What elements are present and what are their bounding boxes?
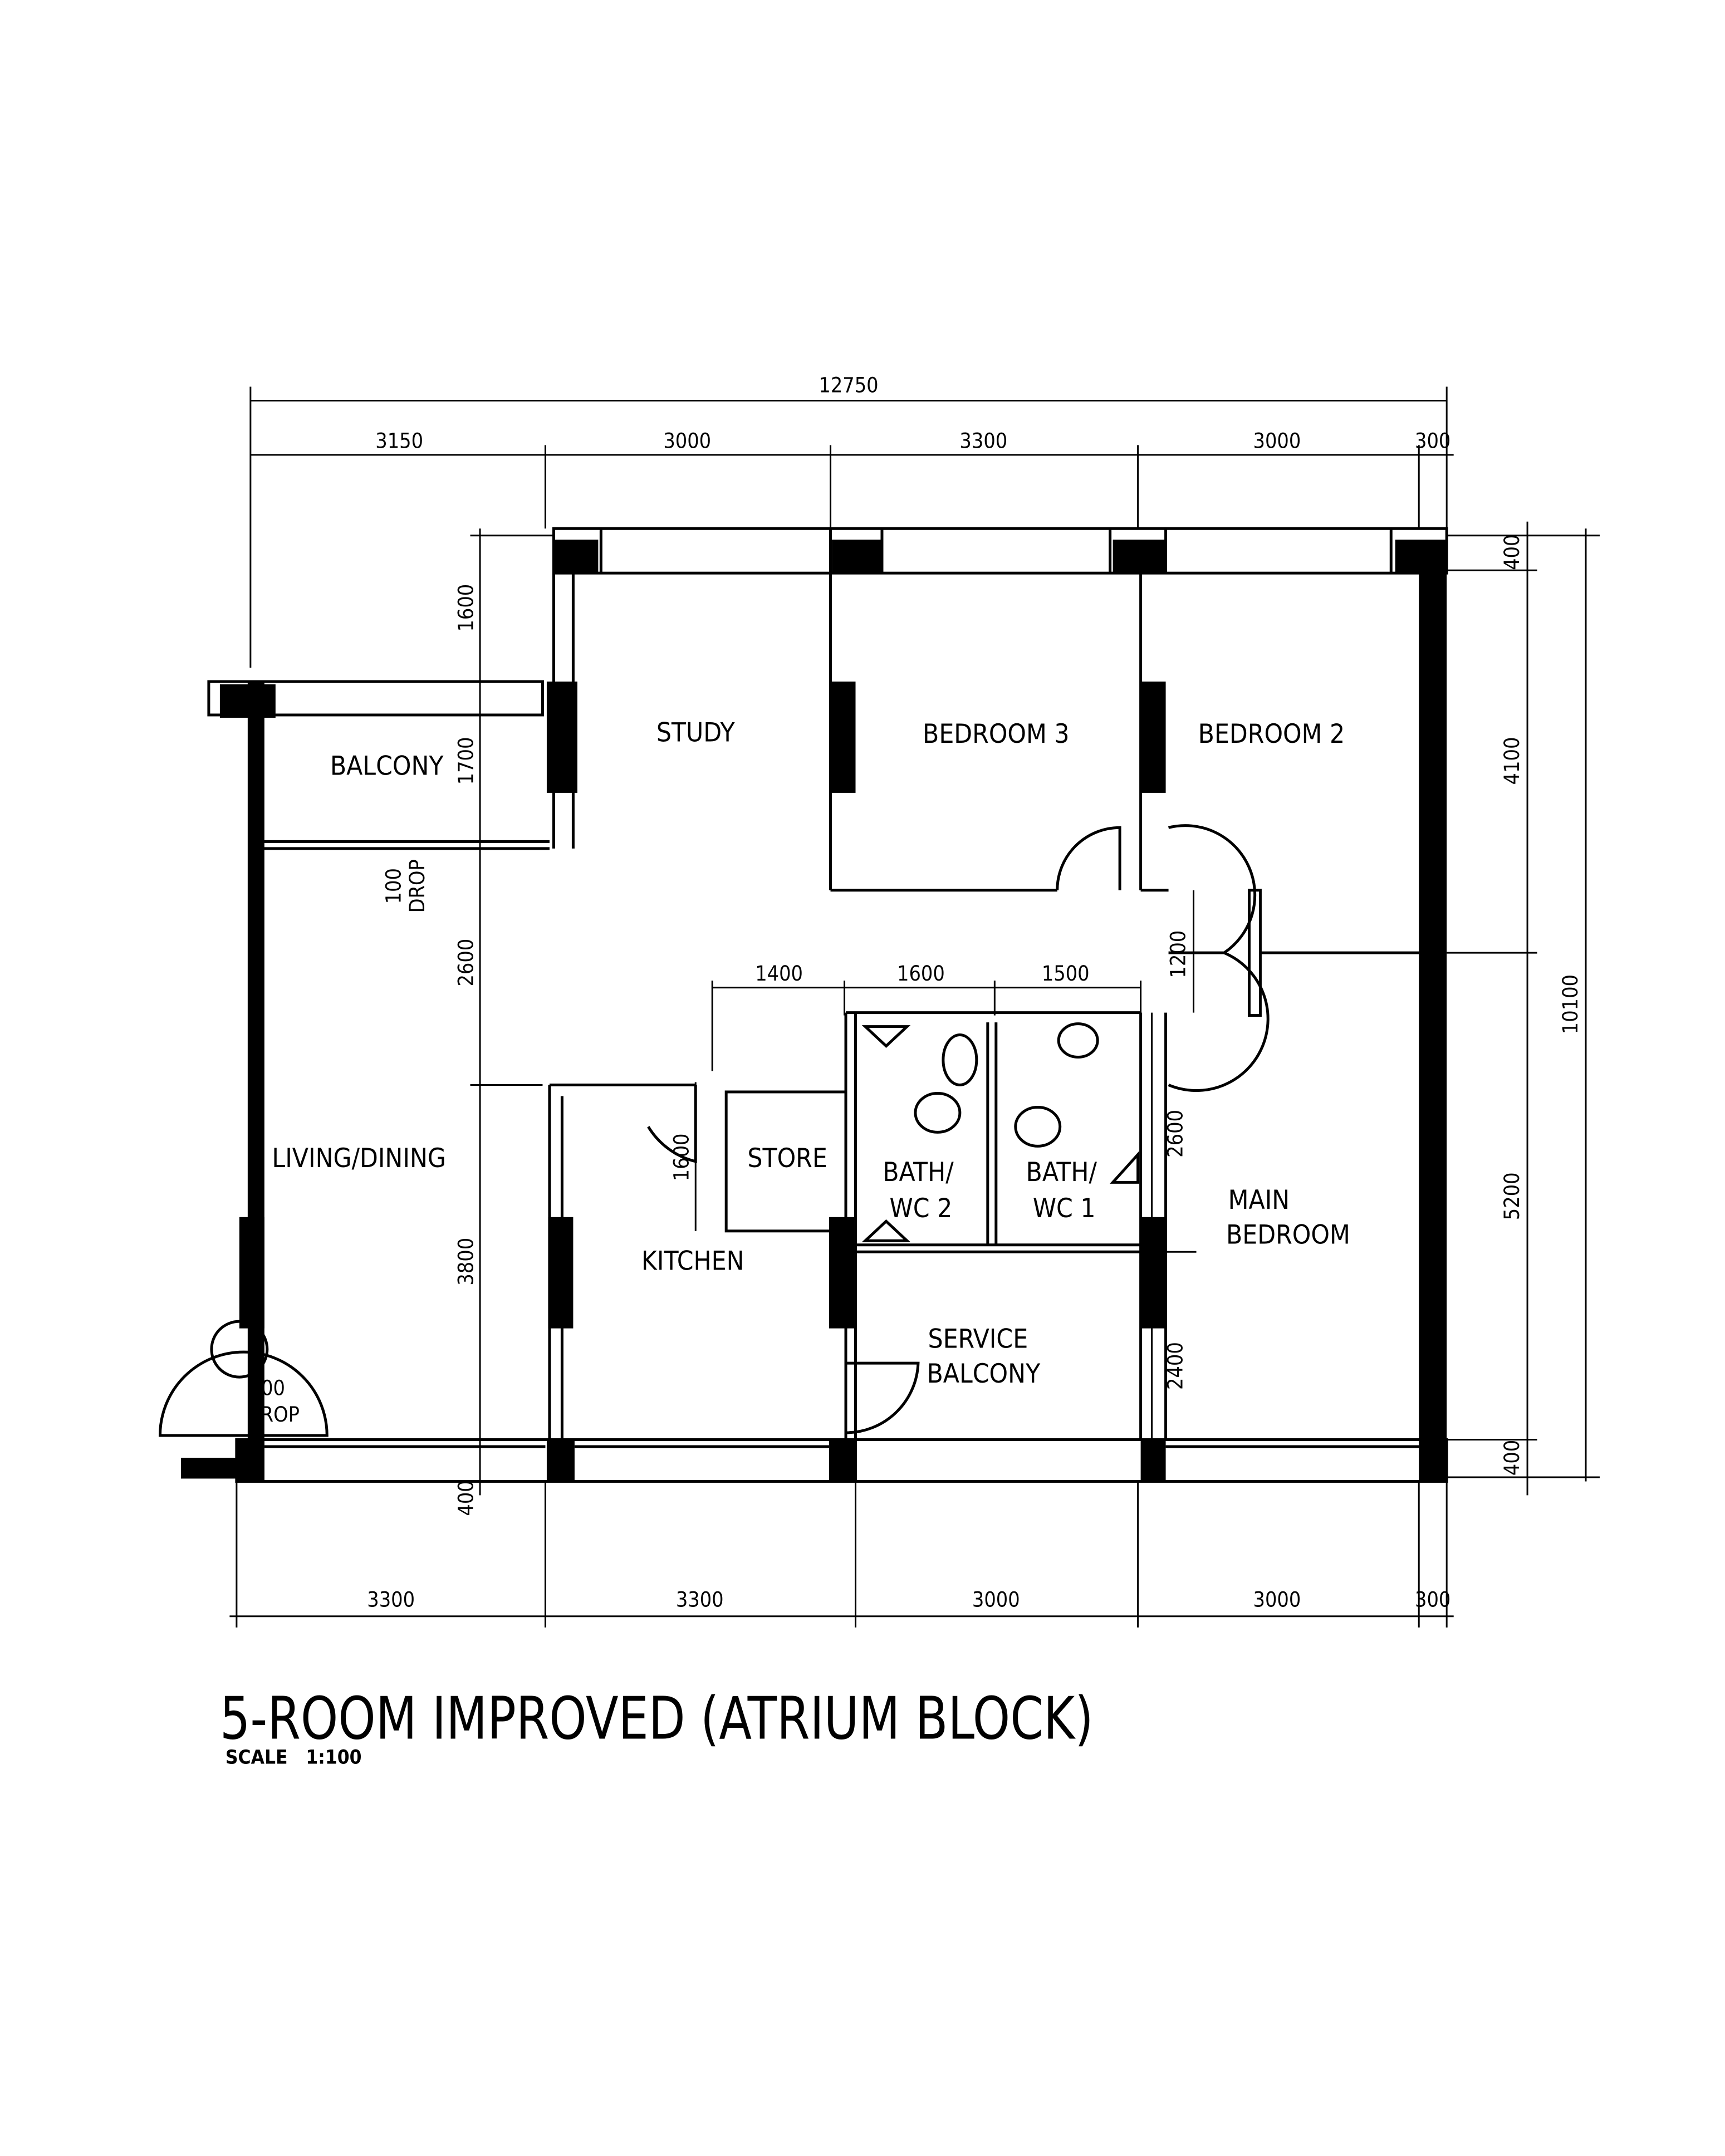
dim-bottom: 3000: [1253, 1587, 1301, 1611]
room-labels: STUDY BEDROOM 3 BEDROOM 2 BALCONY LIVING…: [272, 717, 1350, 1389]
dim-top: 3300: [959, 428, 1007, 453]
dim-overall-width: 12750: [819, 373, 878, 397]
room-main-bedroom: MAIN: [1228, 1185, 1290, 1216]
dim-overall-depth: 10100: [1558, 974, 1582, 1034]
room-service-balcony: BALCONY: [927, 1359, 1041, 1389]
room-service-balcony: SERVICE: [928, 1324, 1028, 1355]
dim-top: 3150: [375, 428, 423, 453]
dim-top: 3000: [1253, 428, 1301, 453]
dim-top: 3000: [663, 428, 711, 453]
dim-left: 1700: [454, 737, 478, 785]
dim-bottom: 3300: [676, 1587, 724, 1611]
room-balcony: BALCONY: [330, 751, 444, 781]
drop-label: DROP: [405, 859, 429, 913]
dim-bath-depth: 2600: [1163, 1110, 1188, 1158]
room-main-bedroom: BEDROOM: [1226, 1219, 1350, 1250]
room-bedroom-2: BEDROOM 2: [1198, 719, 1345, 749]
dimension-labels: 12750 3150 3000 3300 3000 300 3300 3300 …: [246, 373, 1582, 1611]
dim-interior: 1600: [897, 961, 945, 986]
dim-left: 400: [454, 1480, 478, 1516]
dim-service-depth: 2400: [1163, 1342, 1188, 1390]
dim-top: 300: [1415, 428, 1450, 453]
room-kitchen: KITCHEN: [641, 1246, 744, 1277]
dim-left: 3800: [454, 1238, 478, 1286]
dim-store-door: 1600: [669, 1133, 694, 1181]
room-living-dining: LIVING/DINING: [272, 1143, 446, 1174]
room-bedroom-3: BEDROOM 3: [923, 719, 1070, 749]
dim-interior: 1400: [755, 961, 803, 986]
room-bath-wc-2: BATH/: [883, 1157, 954, 1188]
plan-scale: SCALE 1:100: [226, 1747, 362, 1769]
drop-label: DROP: [246, 1402, 300, 1427]
dim-right: 400: [1499, 535, 1524, 570]
dim-bottom: 300: [1415, 1587, 1450, 1611]
room-study: STUDY: [656, 717, 736, 748]
room-bath-wc-1: WC 1: [1033, 1193, 1096, 1224]
dim-left: 1600: [454, 584, 478, 632]
dim-bottom: 3000: [972, 1587, 1020, 1611]
dim-left: 2600: [454, 939, 478, 987]
dim-corridor: 1200: [1166, 930, 1190, 978]
drop-value: 100: [249, 1376, 285, 1400]
dim-interior: 1500: [1042, 961, 1090, 986]
walls: [158, 527, 1448, 1483]
room-bath-wc-1: BATH/: [1026, 1157, 1097, 1188]
room-store: STORE: [747, 1143, 827, 1174]
dim-bottom: 3300: [367, 1587, 415, 1611]
drop-value: 100: [381, 868, 406, 904]
dim-right: 5200: [1499, 1172, 1524, 1220]
dim-right: 400: [1499, 1440, 1524, 1476]
dim-right: 4100: [1499, 737, 1524, 785]
room-bath-wc-2: WC 2: [890, 1193, 953, 1224]
plan-title: 5-ROOM IMPROVED (ATRIUM BLOCK): [220, 1685, 1094, 1753]
